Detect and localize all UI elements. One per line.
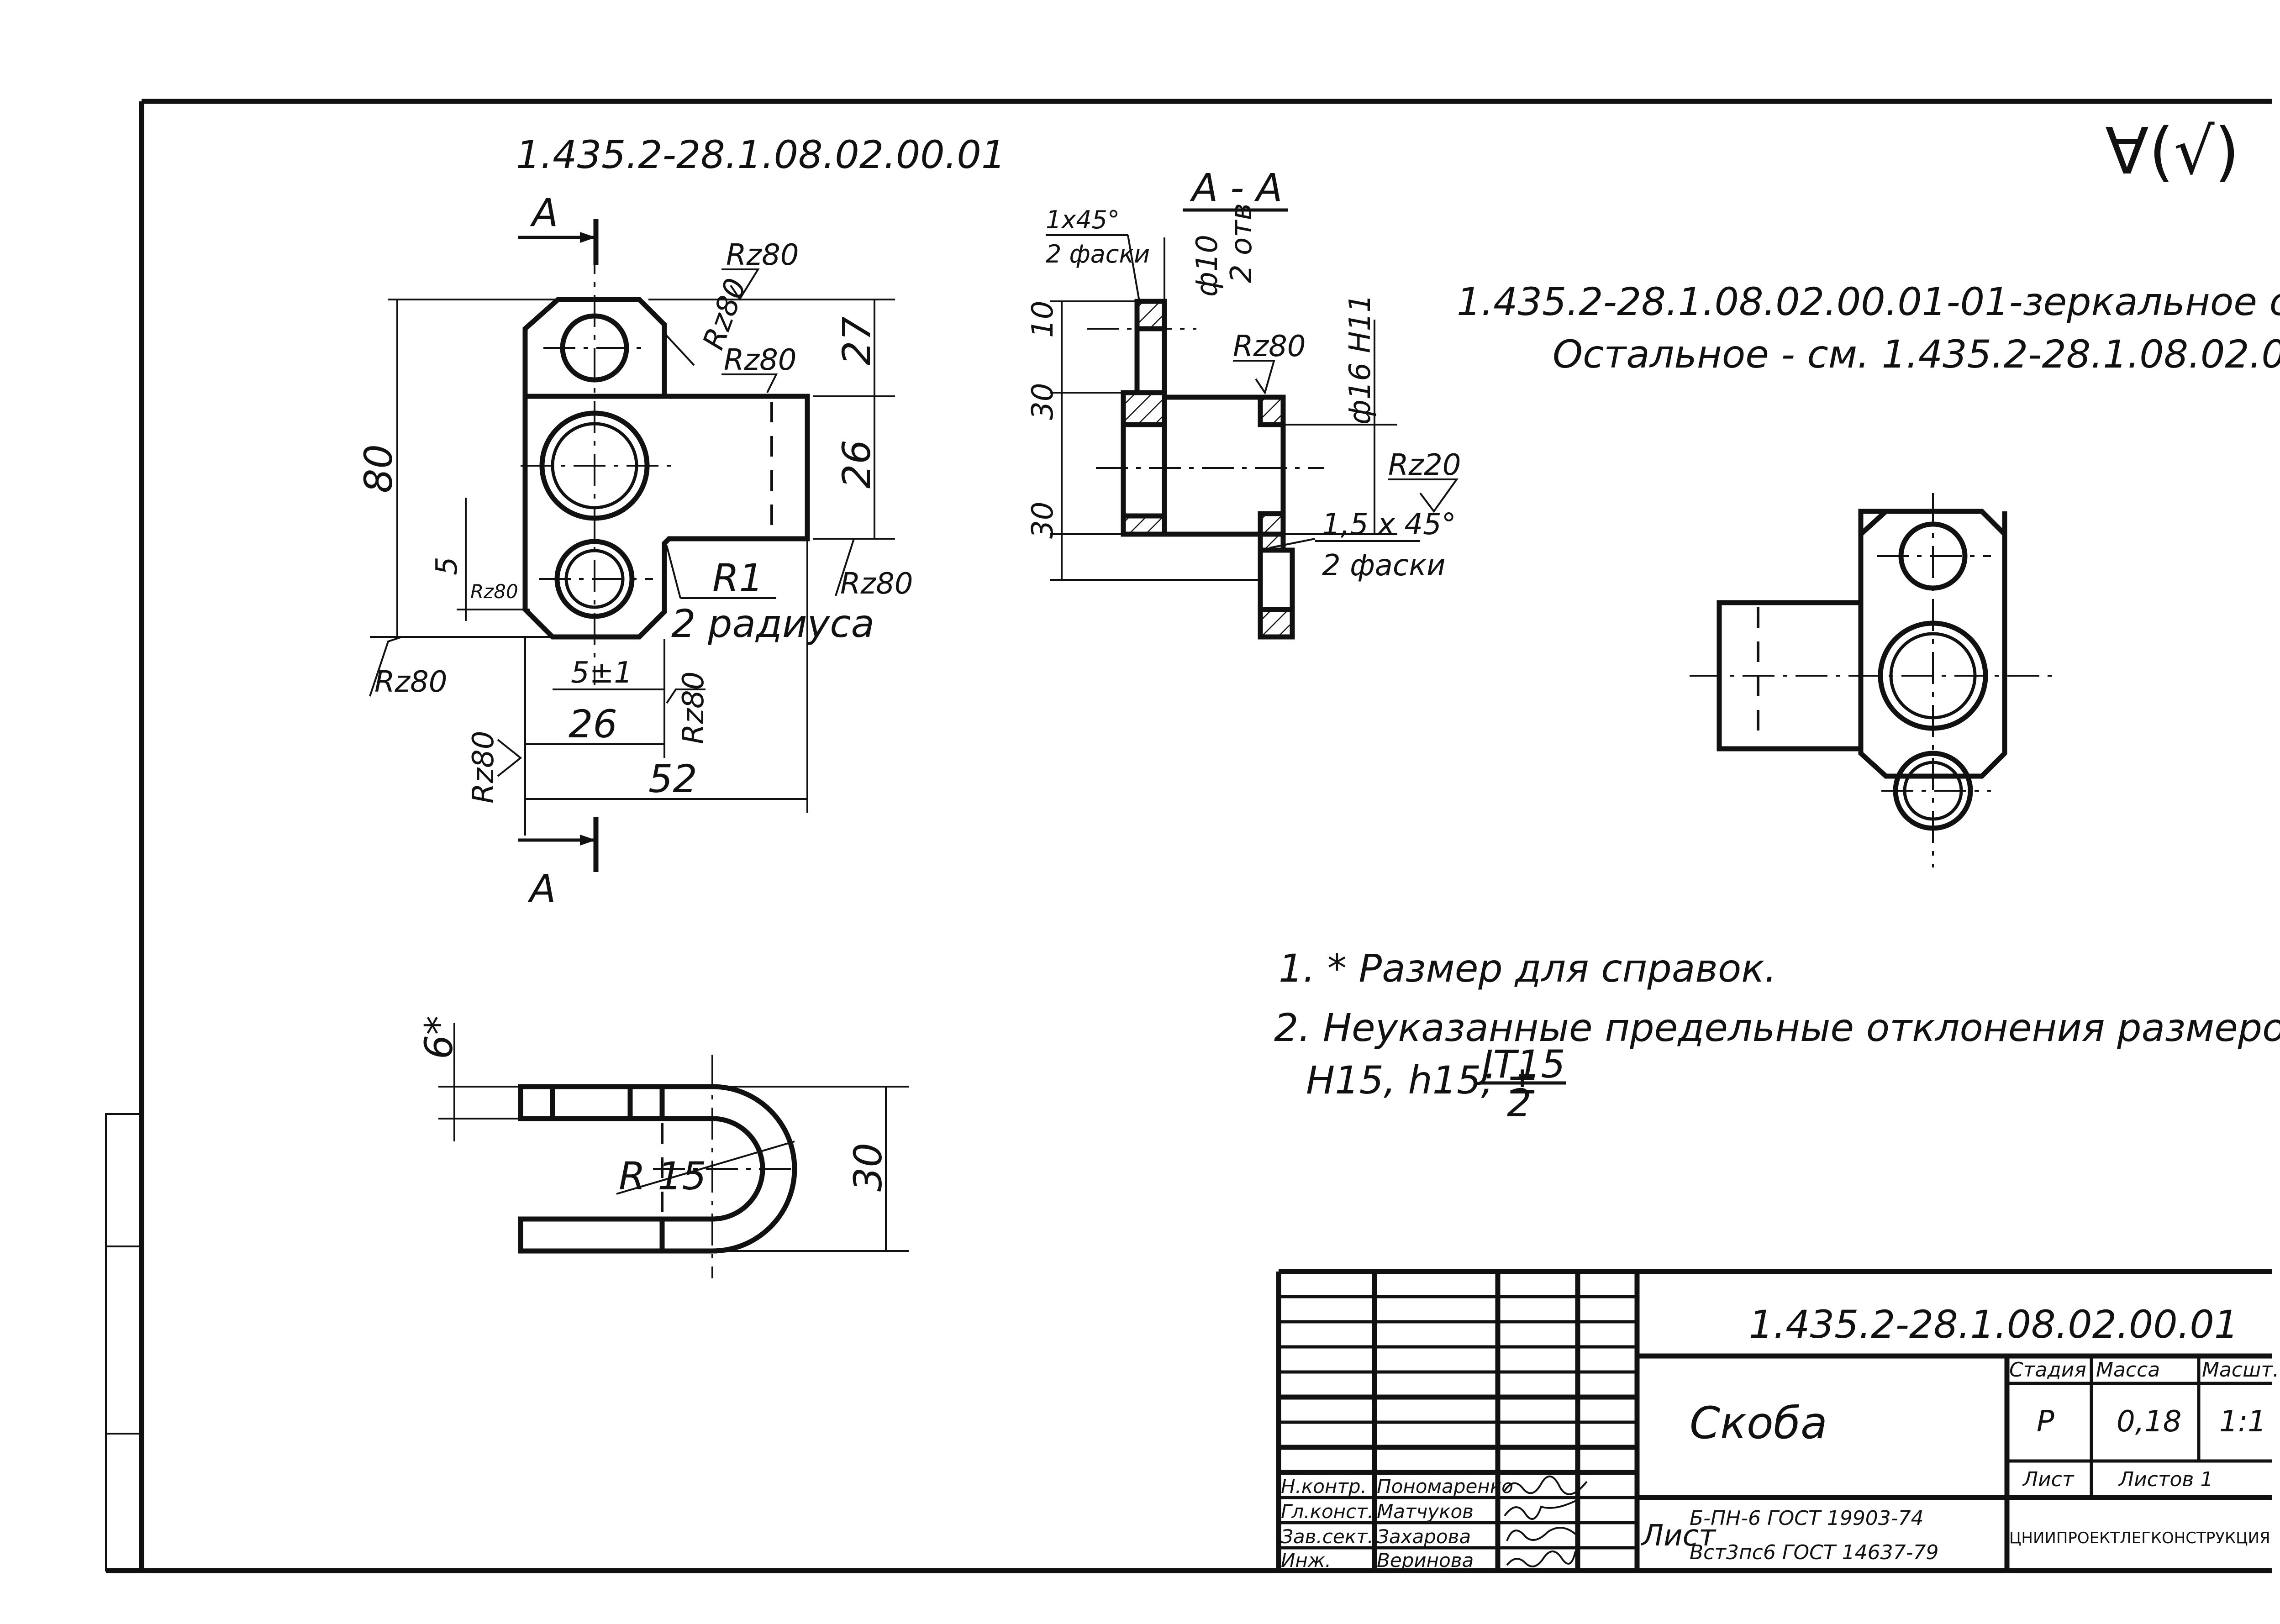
section-view: А - А 10 30 30 1x45° 2 фаски ф10 2 отв R…: [1026, 165, 1461, 640]
material-line-1: Б-ПН-6 ГОСТ 19903-74: [1690, 1507, 1924, 1530]
radius-r1: R1: [712, 556, 764, 600]
dia-10: ф10: [1190, 235, 1224, 297]
section-mark: А А: [518, 190, 599, 911]
main-view-dimensions: 80 27 26 5 Rz80 5±1 26 52 R1 2 радиуса R…: [356, 238, 913, 836]
mass-value: 0,18: [2117, 1405, 2182, 1439]
chamfer-1-5x45: 1,5 x 45°: [1322, 508, 1456, 541]
rz80-bottom: Rz80: [467, 731, 500, 804]
role-2: Гл.конст.: [1281, 1500, 1374, 1523]
rz80-chamfer: Rz80: [696, 274, 753, 354]
note-2: 2. Неуказанные предельные отклонения раз…: [1274, 1005, 2280, 1050]
radius-r15: R 15: [619, 1154, 706, 1198]
sheet-label: Лист: [2022, 1468, 2075, 1491]
chamfer-1-5x45-note: 2 фаски: [1322, 549, 1445, 583]
rz80-step: Rz80: [724, 343, 797, 377]
rz80-right: Rz80: [840, 567, 913, 601]
stage-value: Р: [2037, 1405, 2054, 1439]
sheet-frame: [105, 99, 2272, 1573]
chamfer-1x45: 1x45°: [1046, 205, 1120, 234]
rz80-small: Rz80: [470, 580, 518, 603]
note-1: 1. * Размер для справок.: [1279, 946, 1777, 991]
signature-1: [1504, 1475, 1588, 1495]
role-3: Зав.сект.: [1281, 1525, 1374, 1548]
role-4-name: Веринова: [1377, 1549, 1474, 1571]
dim-30-a: 30: [1026, 383, 1060, 420]
chamfer-1x45-note: 2 фаски: [1046, 240, 1150, 268]
dim-6-ref: 6*: [416, 1016, 461, 1059]
holes-count: 2 отв: [1225, 203, 1258, 283]
note-fraction-den: 2: [1507, 1081, 1531, 1125]
dim-52: 52: [648, 757, 697, 801]
section-label: А - А: [1190, 165, 1283, 210]
col-scale: Масшт.: [2202, 1358, 2279, 1382]
mirror-view: [1690, 493, 2055, 867]
radius-note: 2 радиуса: [671, 601, 874, 646]
signature-4: [1506, 1550, 1576, 1567]
rz80-left: Rz80: [374, 665, 448, 699]
rest-note: Остальное - см. 1.435.2-28.1.08.02.00.01: [1553, 332, 2280, 377]
section-mark-top: А: [530, 190, 558, 235]
title-designation: 1.435.2-28.1.08.02.00.01: [1749, 1302, 2238, 1347]
title-name: Скоба: [1690, 1398, 1827, 1449]
role-2-name: Матчуков: [1377, 1500, 1474, 1523]
dim-5: 5: [430, 557, 464, 575]
dim-26-right: 26: [834, 440, 879, 489]
rz80-section: Rz80: [1233, 330, 1306, 363]
scale-value: 1:1: [2219, 1405, 2266, 1439]
col-stage: Стадия: [2009, 1358, 2086, 1382]
organization: ЦНИИПРОЕКТЛЕГКОНСТРУКЦИЯ: [2009, 1529, 2270, 1547]
dim-30-side: 30: [846, 1143, 890, 1192]
note-fraction-num: JT15: [1475, 1042, 1565, 1087]
dim-26-bottom: 26: [569, 702, 617, 746]
role-1-name: Пономаренко: [1377, 1475, 1513, 1498]
role-3-name: Захарова: [1377, 1525, 1471, 1548]
role-1: Н.контр.: [1281, 1475, 1367, 1498]
main-view-outline: [522, 297, 810, 640]
material-line-2: Вст3пс6 ГОСТ 14637-79: [1690, 1541, 1939, 1564]
col-mass: Масса: [2096, 1358, 2160, 1382]
role-4: Инж.: [1281, 1549, 1331, 1571]
main-view: [521, 242, 810, 685]
notes: 1. * Размер для справок. 2. Неуказанные …: [1274, 946, 2280, 1125]
sheets-label: Листов 1: [2118, 1468, 2213, 1491]
dim-10: 10: [1026, 301, 1060, 338]
note-2-values: H15, h15; ±: [1306, 1058, 1538, 1103]
rz80-inner: Rz80: [677, 672, 711, 745]
dim-5pm1: 5±1: [571, 656, 632, 690]
mirror-note: 1.435.2-28.1.08.02.00.01-01-зеркальное о…: [1457, 279, 2280, 324]
rz20: Rz20: [1388, 448, 1461, 482]
side-view: R 15 6* 30: [416, 1016, 909, 1278]
title-block: 1.435.2-28.1.08.02.00.01 Скоба Стадия Ма…: [1276, 1269, 2279, 1571]
dim-30-b: 30: [1026, 502, 1060, 539]
dim-27: 27: [834, 316, 879, 365]
dim-80: 80: [356, 444, 401, 493]
part-number-label: 1.435.2-28.1.08.02.00.01: [516, 132, 1006, 177]
roughness-symbol: ∀(√): [2105, 115, 2239, 189]
signature-3: [1506, 1527, 1576, 1541]
signature-2: [1504, 1499, 1578, 1520]
dia-16: ф16 H11: [1343, 294, 1377, 425]
material-prefix: Лист: [1641, 1519, 1717, 1553]
rz80-top: Rz80: [726, 238, 799, 272]
section-mark-bottom: А: [527, 866, 556, 911]
